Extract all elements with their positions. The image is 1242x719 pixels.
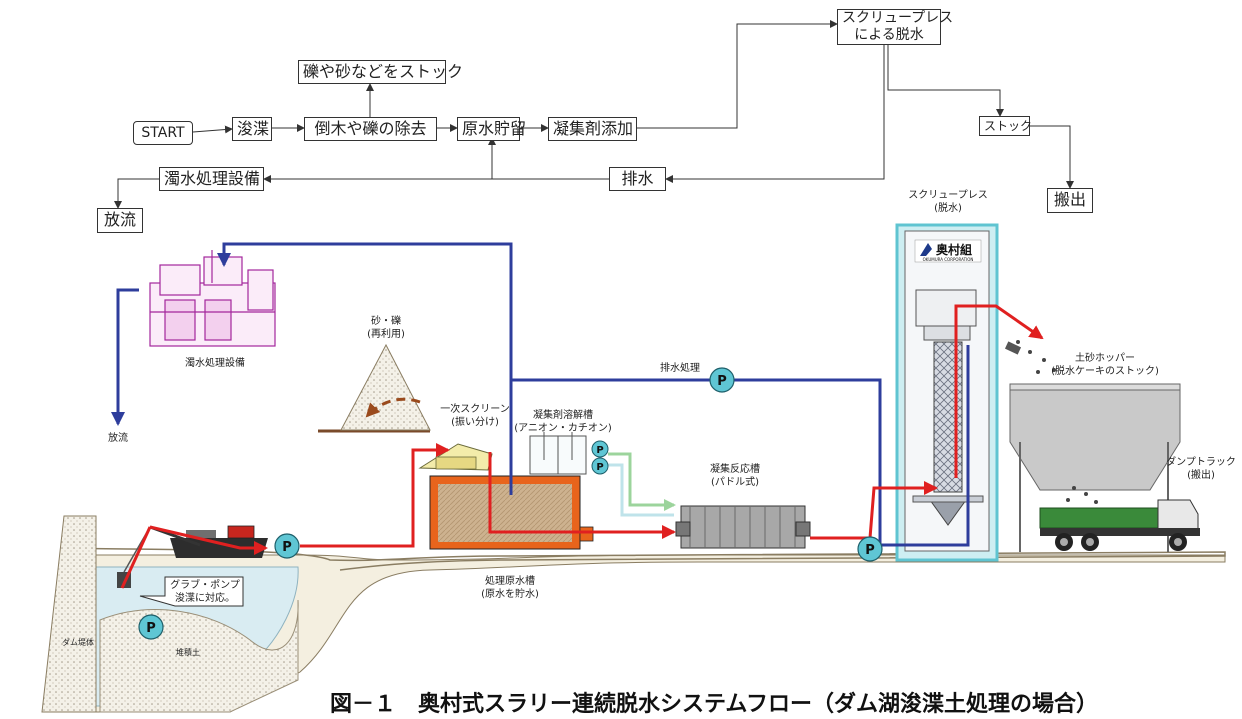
svg-text:P: P <box>596 462 603 473</box>
flow-coagulant: 凝集剤添加 <box>548 117 637 141</box>
label-raw-water-tank: 処理原水槽 (原水を貯水) <box>481 576 539 600</box>
svg-text:P: P <box>596 445 603 456</box>
label-sand-gravel: 砂・礫 (再利用) <box>367 316 405 340</box>
flow-stock: ストック <box>979 116 1032 136</box>
coagulant-pipes <box>608 452 676 517</box>
pump-1: P <box>274 533 300 559</box>
label-dam-body: ダム堤体 <box>62 638 94 647</box>
label-sediment: 堆積土 <box>176 648 200 657</box>
screw-press <box>895 223 999 562</box>
coagulant-dissolution-tank <box>529 432 587 475</box>
pump-3: P <box>709 367 735 393</box>
figure-caption: 図－１ 奥村式スラリー連続脱水システムフロー（ダム湖浚渫土処理の場合） <box>330 692 1099 717</box>
pump-5: P <box>591 457 609 475</box>
reaction-tank <box>675 505 811 549</box>
svg-text:P: P <box>865 543 875 558</box>
pump-4: P <box>591 440 609 458</box>
logo-text: 奥村組 <box>936 242 972 257</box>
flow-carry-out: 搬出 <box>1047 188 1093 213</box>
dump-truck <box>1039 486 1200 551</box>
dam-body <box>41 515 97 713</box>
return-arrow <box>365 397 421 418</box>
flow-discharge: 放流 <box>97 208 143 233</box>
label-coagulant-tank: 凝集剤溶解槽 (アニオン・カチオン) <box>514 410 612 434</box>
flow-turbid-facility: 濁水処理設備 <box>159 167 264 191</box>
label-grab-pump: グラブ・ポンプ 浚渫に対応。 <box>170 580 240 604</box>
svg-text:P: P <box>282 540 292 555</box>
flow-start: START <box>133 121 193 145</box>
label-turbid-facility: 濁水処理設備 <box>185 358 245 369</box>
soil-hopper <box>1004 340 1181 552</box>
label-hopper: 土砂ホッパー (脱水ケーキのストック) <box>1051 353 1159 377</box>
label-primary-screen: 一次スクリーン (振い分け) <box>440 404 510 428</box>
label-dump-truck: ダンプトラック (搬出) <box>1166 457 1236 481</box>
flow-drainage: 排水 <box>609 167 666 191</box>
flow-stock-gravel: 礫や砂などをストック <box>298 60 463 84</box>
flow-dredge: 浚渫 <box>232 117 272 141</box>
logo-subtext: OKUMURA CORPORATION <box>923 257 974 262</box>
grab-pump-callout <box>139 576 244 607</box>
flow-remove-debris: 倒木や礫の除去 <box>304 117 437 141</box>
svg-text:P: P <box>717 374 727 389</box>
label-screw-press: スクリュープレス (脱水) <box>908 190 988 214</box>
svg-text:P: P <box>146 621 156 636</box>
flowchart-connectors <box>114 20 1074 209</box>
label-reaction-tank: 凝集反応槽 (パドル式) <box>710 464 760 488</box>
primary-screen <box>418 443 493 471</box>
label-discharge: 放流 <box>108 433 128 444</box>
pump-6: P <box>857 536 883 562</box>
pump-2: P <box>138 614 164 640</box>
label-drainage-treatment: 排水処理 <box>660 363 700 374</box>
turbid-water-facility <box>149 250 276 347</box>
flow-raw-storage: 原水貯留 <box>457 117 526 141</box>
okumura-logo: 奥村組 OKUMURA CORPORATION <box>914 239 982 263</box>
flow-screw-press: スクリュープレス による脱水 <box>837 9 953 45</box>
sand-gravel-pile <box>318 343 431 433</box>
